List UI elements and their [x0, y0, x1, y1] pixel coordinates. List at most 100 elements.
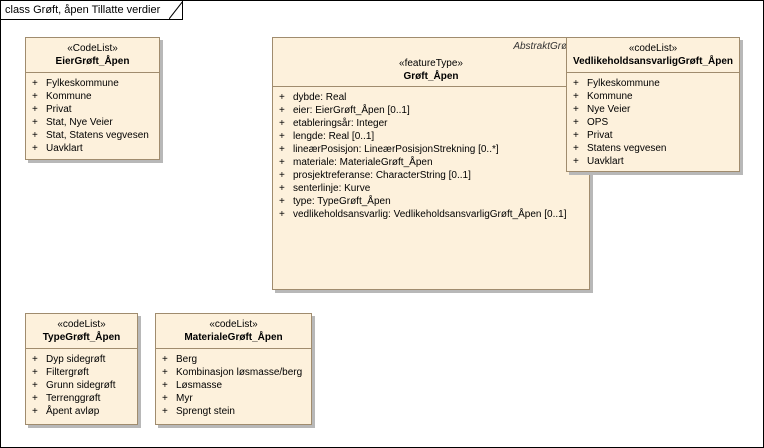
attribute-text: Privat [46, 104, 72, 115]
visibility-symbol: + [32, 130, 38, 141]
visibility-symbol: + [279, 209, 285, 220]
visibility-symbol: + [32, 143, 38, 154]
attribute-list: +Fylkeskommune+Kommune+Nye Veier+OPS+Pri… [567, 73, 739, 168]
attribute-row[interactable]: + etableringsår: Integer [279, 117, 589, 130]
attribute-text: Sprengt stein [176, 406, 235, 417]
attribute-row[interactable]: + Fylkeskommune [32, 77, 159, 90]
attribute-row[interactable]: +senterlinje: Kurve [279, 182, 589, 195]
attribute-row[interactable]: + Stat, Statens vegvesen [32, 129, 159, 142]
attribute-row[interactable]: + Nye Veier [573, 103, 739, 116]
class-header: «codeList» MaterialeGrøft_Åpen [156, 314, 311, 349]
class-materiale-groft[interactable]: «codeList» MaterialeGrøft_Åpen +Berg+Kom… [155, 313, 312, 425]
attribute-text: vedlikeholdsansvarlig: Vedlikeholdsansva… [293, 209, 567, 220]
attribute-text: Åpent avløp [46, 406, 100, 417]
visibility-symbol: + [573, 156, 579, 167]
attribute-text: Uavklart [587, 156, 624, 167]
visibility-symbol: + [279, 118, 285, 129]
attribute-row[interactable]: + Privat [32, 103, 159, 116]
attribute-text: prosjektreferanse: CharacterString [0..1… [293, 170, 471, 181]
attribute-text: Fylkeskommune [46, 78, 119, 89]
attribute-row[interactable]: + dybde: Real [279, 91, 589, 104]
attribute-list: +Dyp sidegrøft+Filtergrøft+Grunn sidegrø… [26, 349, 137, 418]
attribute-text: Løsmasse [176, 380, 223, 391]
visibility-symbol: + [32, 91, 38, 102]
attribute-row[interactable]: + eier: EierGrøft_Åpen [0..1] [279, 104, 589, 117]
visibility-symbol: + [162, 406, 168, 417]
attribute-row[interactable]: +Kombinasjon løsmasse/berg [162, 366, 311, 379]
class-stereotype: «codeList» [57, 319, 106, 330]
attribute-row[interactable]: +lineærPosisjon: LineærPosisjonStrekning… [279, 143, 589, 156]
attribute-row[interactable]: + prosjektreferanse: CharacterString [0..… [279, 169, 589, 182]
attribute-row[interactable]: + Sprengt stein [162, 405, 311, 418]
visibility-symbol: + [32, 78, 38, 89]
attribute-row[interactable]: +Myr [162, 392, 311, 405]
visibility-symbol: + [32, 380, 38, 391]
attribute-text: Nye Veier [587, 104, 631, 115]
attribute-text: Kommune [587, 91, 633, 102]
attribute-row[interactable]: + Uavklart [32, 142, 159, 155]
attribute-row[interactable]: + vedlikeholdsansvarlig: Vedlikeholdsansv… [279, 208, 589, 221]
attribute-row[interactable]: +Fylkeskommune [573, 77, 739, 90]
visibility-symbol: + [162, 380, 168, 391]
visibility-symbol: + [32, 406, 38, 417]
attribute-text: OPS [587, 117, 609, 128]
attribute-row[interactable]: + Grunn sidegrøft [32, 379, 137, 392]
attribute-row[interactable]: + OPS [573, 116, 739, 129]
attribute-row[interactable]: +Filtergrøft [32, 366, 137, 379]
attribute-text: eier: EierGrøft_Åpen [0..1] [293, 105, 410, 116]
attribute-text: etableringsår: Integer [293, 118, 388, 129]
class-groft-apen[interactable]: AbstraktGrøft_Å «featureType» Grøft_Åpen… [272, 37, 590, 290]
class-stereotype: «codeList» [628, 43, 678, 54]
attribute-row[interactable]: +Privat [573, 129, 739, 142]
visibility-symbol: + [279, 144, 285, 155]
attribute-list: + dybde: Real + eier: EierGrøft_Åpen [0..1]… [273, 87, 589, 221]
class-type-groft[interactable]: «codeList» TypeGrøft_Åpen +Dyp sidegrøft… [25, 313, 138, 425]
visibility-symbol: + [279, 105, 285, 116]
attribute-row[interactable]: +type: TypeGrøft_Åpen [279, 195, 589, 208]
attribute-text: Berg [176, 354, 198, 365]
class-name: MaterialeGrøft_Åpen [184, 332, 283, 343]
attribute-row[interactable]: + Løsmasse [162, 379, 311, 392]
visibility-symbol: + [279, 131, 285, 142]
attribute-text: Stat, Statens vegvesen [46, 130, 149, 141]
attribute-row[interactable]: +Stat, Nye Veier [32, 116, 159, 129]
attribute-row[interactable]: +lengde: Real [0..1] [279, 130, 589, 143]
class-eier-groft[interactable]: «CodeList» EierGrøft_Åpen + Fylkeskommune… [25, 37, 160, 160]
tab-corner-shape [169, 1, 184, 19]
attribute-text: senterlinje: Kurve [293, 183, 371, 194]
attribute-row[interactable]: +Statens vegvesen [573, 142, 739, 155]
attribute-text: Filtergrøft [46, 367, 89, 378]
attribute-row[interactable]: +Dyp sidegrøft [32, 353, 137, 366]
visibility-symbol: + [32, 393, 38, 404]
visibility-symbol: + [162, 367, 168, 378]
attribute-text: Terrenggrøft [46, 393, 101, 404]
visibility-symbol: + [573, 143, 579, 154]
visibility-symbol: + [32, 104, 38, 115]
attribute-row[interactable]: + Åpent avløp [32, 405, 137, 418]
class-name: TypeGrøft_Åpen [42, 332, 121, 343]
visibility-symbol: + [162, 393, 168, 404]
attribute-row[interactable]: + Kommune [573, 90, 739, 103]
frame-title: class Grøft, åpen Tillatte verdier [5, 4, 161, 16]
visibility-symbol: + [279, 92, 285, 103]
visibility-symbol: + [573, 117, 579, 128]
class-name: EierGrøft_Åpen [55, 56, 130, 67]
attribute-row[interactable]: +materiale: MaterialeGrøft_Åpen [279, 156, 589, 169]
attribute-row[interactable]: +Berg [162, 353, 311, 366]
visibility-symbol: + [279, 196, 285, 207]
class-vedlikeholdsansvarlig-groft[interactable]: «codeList» VedlikeholdsansvarligGrøft_Åp… [566, 37, 740, 172]
attribute-text: Uavklart [46, 143, 83, 154]
attribute-row[interactable]: + Terrenggrøft [32, 392, 137, 405]
attribute-text: Kommune [46, 91, 92, 102]
attribute-row[interactable]: + Uavklart [573, 155, 739, 168]
class-header: «featureType» Grøft_Åpen [273, 38, 589, 87]
class-name: Grøft_Åpen [403, 71, 459, 82]
visibility-symbol: + [279, 170, 285, 181]
class-header: «CodeList» EierGrøft_Åpen [26, 38, 159, 73]
visibility-symbol: + [279, 157, 285, 168]
attribute-row[interactable]: + Kommune [32, 90, 159, 103]
visibility-symbol: + [573, 91, 579, 102]
attribute-text: Grunn sidegrøft [46, 380, 116, 391]
attribute-text: dybde: Real [293, 92, 347, 103]
visibility-symbol: + [573, 104, 579, 115]
